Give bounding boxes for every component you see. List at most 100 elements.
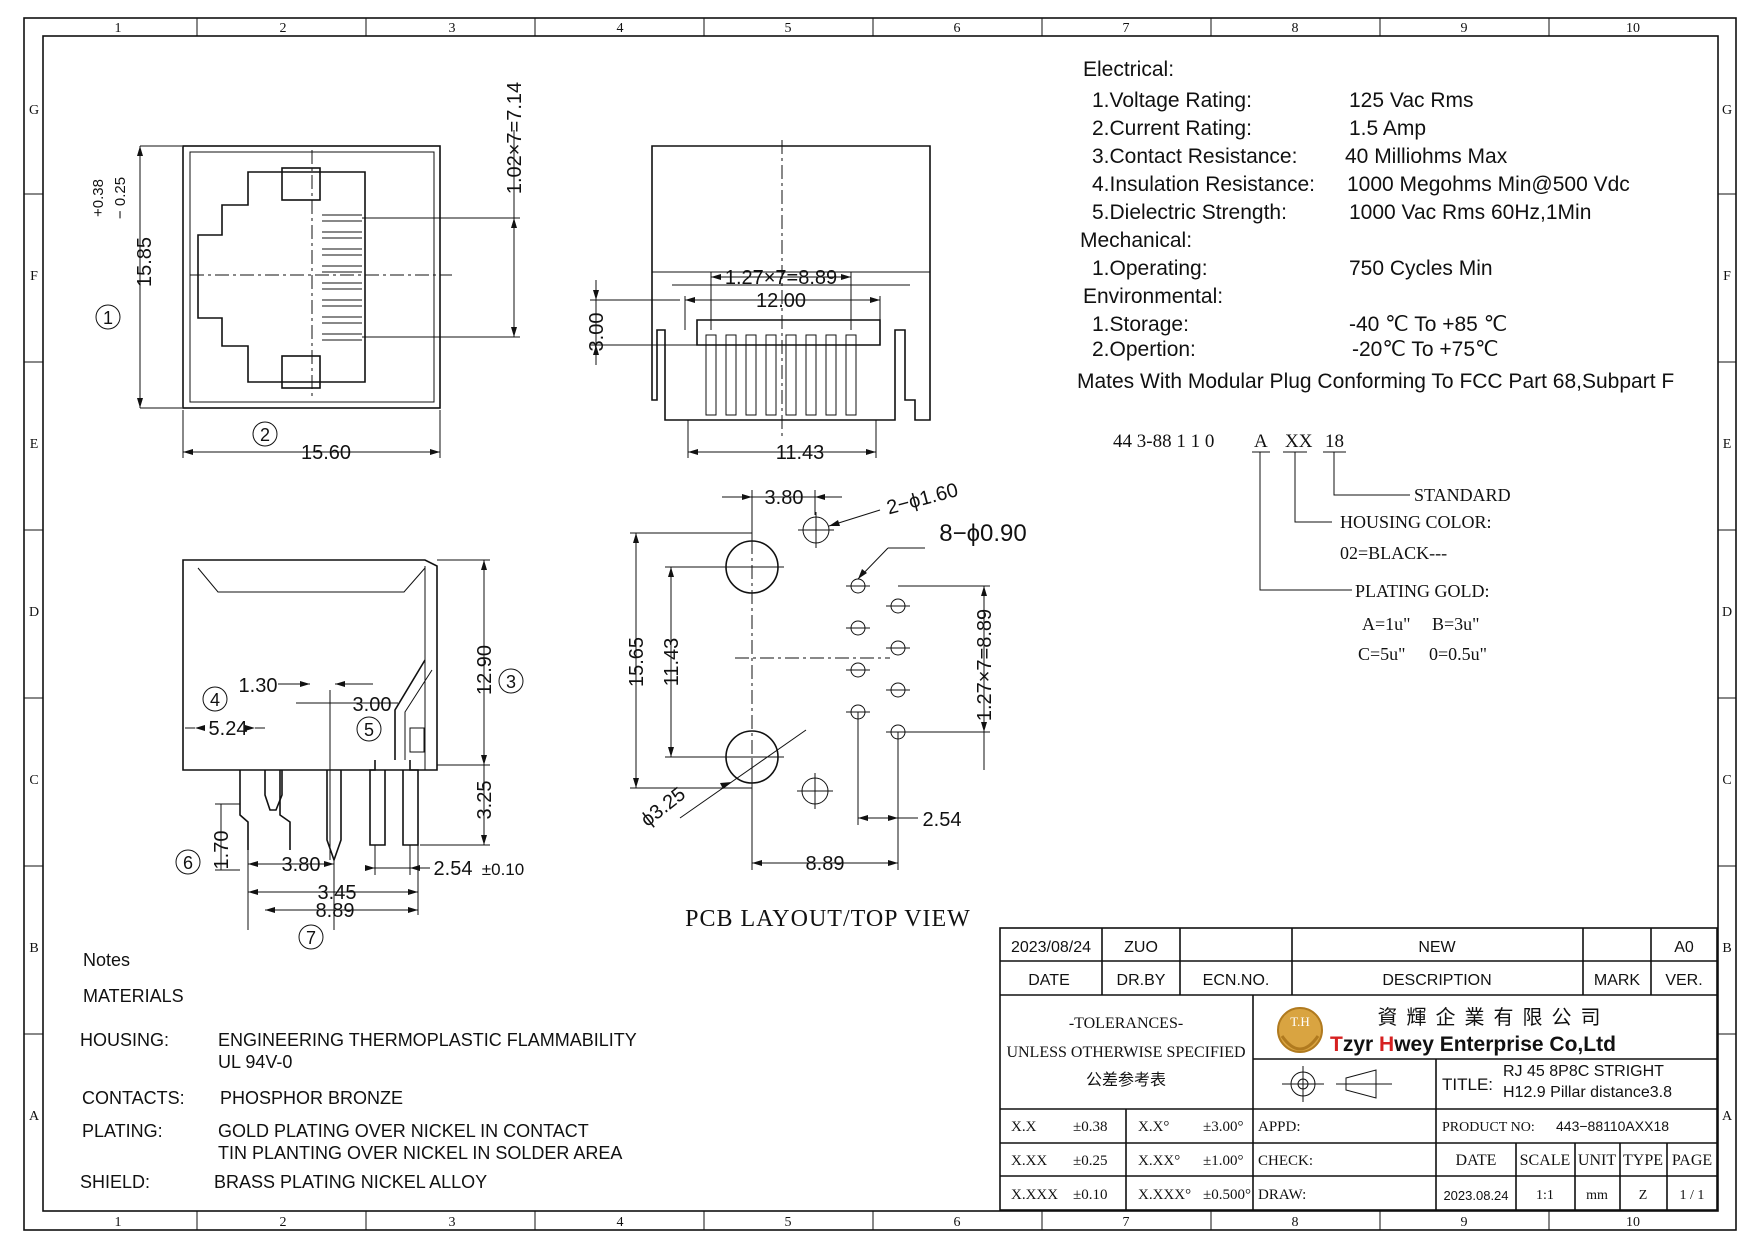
code-opt-0: 0=0.5u"	[1429, 644, 1487, 664]
spec-value: 750 Cycles Min	[1349, 257, 1493, 280]
materials-title: MATERIALS	[83, 986, 184, 1006]
row-label: G	[1722, 103, 1732, 118]
rev-desc: NEW	[1418, 939, 1456, 956]
header-ver: VER.	[1665, 972, 1702, 989]
tol-cell: ±0.10	[1073, 1187, 1107, 1203]
spec-label: 1.Storage:	[1092, 313, 1189, 336]
value-date: 2023.08.24	[1443, 1188, 1508, 1203]
row-label: A	[29, 1109, 40, 1124]
note-value: UL 94V-0	[218, 1052, 292, 1072]
pcb-layout: 3.80 2−ϕ1.60 8−ϕ0.90 15.65 11.43 1.27×7=…	[626, 479, 1027, 932]
part-code: 44 3-88 1 1 0 A XX 18 STANDARD HOUSING C…	[1113, 431, 1511, 664]
electrical-title: Electrical:	[1083, 58, 1174, 81]
tol-minus: − 0.25	[112, 177, 129, 219]
col-label: 2	[280, 21, 287, 36]
appd-label: APPD:	[1258, 1119, 1301, 1135]
pcb-caption: PCB LAYOUT/TOP VIEW	[685, 906, 971, 932]
value-type: Z	[1639, 1188, 1648, 1203]
draw-label: DRAW:	[1258, 1187, 1306, 1203]
pcb-pin-holes	[846, 578, 910, 740]
top-pins	[705, 334, 857, 416]
tol-cell: ±3.00°	[1203, 1119, 1243, 1135]
note-label: SHIELD:	[80, 1172, 150, 1192]
dim-height: 15.85	[134, 237, 156, 287]
company-name-cn: 資 輝 企 業 有 限 公 司	[1378, 1006, 1603, 1029]
tolerances-unless: UNLESS OTHERWISE SPECIFIED	[1006, 1044, 1245, 1061]
balloon-label: 2	[260, 425, 270, 445]
balloon	[175, 849, 201, 875]
note-value: TIN PLANTING OVER NICKEL IN SOLDER AREA	[218, 1143, 622, 1163]
spec-label: 5.Dielectric Strength:	[1092, 201, 1287, 224]
spec-value: 1000 Megohms Min@500 Vdc	[1347, 173, 1630, 196]
spec-label: 4.Insulation Resistance:	[1092, 173, 1315, 196]
title-label: TITLE:	[1442, 1075, 1493, 1094]
dim-325: ϕ3.25	[637, 783, 690, 831]
row-label: E	[1723, 437, 1732, 452]
note-value: PHOSPHOR BRONZE	[220, 1088, 403, 1108]
header-ecn: ECN.NO.	[1203, 972, 1270, 989]
dim-380: 3.80	[765, 487, 804, 509]
spec-value: 1.5 Amp	[1349, 117, 1426, 140]
rev-date: 2023/08/24	[1011, 939, 1091, 956]
tol-cell: X.X	[1011, 1119, 1037, 1135]
spec-label: 1.Operating:	[1092, 257, 1208, 280]
code-opt-c: C=5u"	[1358, 644, 1406, 664]
mechanical-title: Mechanical:	[1080, 229, 1192, 252]
header-description: DESCRIPTION	[1382, 972, 1491, 989]
tol-cell: X.XX°	[1138, 1153, 1180, 1169]
spec-label: 3.Contact Resistance:	[1092, 145, 1297, 168]
balloon-label: 7	[306, 928, 316, 948]
dim-524: 5.24	[209, 718, 248, 740]
spec-label: 1.Voltage Rating:	[1092, 89, 1252, 112]
col-label: 10	[1626, 21, 1640, 36]
note-value: BRASS PLATING NICKEL ALLOY	[214, 1172, 487, 1192]
dim-254-tol: ±0.10	[482, 860, 524, 879]
row-label: D	[29, 605, 39, 620]
spec-label: 2.Current Rating:	[1092, 117, 1252, 140]
balloon	[498, 668, 524, 694]
balloon-label: 3	[506, 672, 516, 692]
col-label: 5	[785, 21, 792, 36]
col-label: 5	[785, 1215, 792, 1230]
dim-345: 3.45	[318, 882, 357, 904]
dim-300: 3.00	[353, 694, 392, 716]
row-label: C	[1722, 773, 1731, 788]
header2-unit: UNIT	[1578, 1152, 1616, 1169]
dim-12: 12.00	[756, 290, 806, 312]
row-label: F	[30, 269, 38, 284]
rev-drby: ZUO	[1124, 939, 1158, 956]
code-a: A	[1254, 431, 1268, 452]
hole-8: 8−ϕ0.90	[939, 520, 1027, 547]
col-label: 1	[115, 21, 122, 36]
col-label: 8	[1292, 1215, 1299, 1230]
dim-3: 3.00	[586, 313, 608, 352]
spec-value: 125 Vac Rms	[1349, 89, 1474, 112]
row-label: D	[1722, 605, 1732, 620]
row-label: B	[29, 941, 38, 956]
row-label: A	[1722, 1109, 1733, 1124]
environmental-title: Environmental:	[1083, 285, 1223, 308]
tol-cell: ±0.25	[1073, 1153, 1107, 1169]
header2-scale: SCALE	[1520, 1152, 1571, 1169]
col-label: 3	[449, 21, 456, 36]
code-black: 02=BLACK---	[1340, 543, 1447, 563]
dim-1143: 11.43	[776, 442, 825, 464]
code-standard: STANDARD	[1414, 485, 1511, 505]
company-name-en: Tzyr Hwey Enterprise Co,Ltd	[1330, 1033, 1616, 1056]
dim-pitch: 1.27×7=8.89	[725, 267, 837, 289]
balloon-label: 6	[183, 853, 193, 873]
tol-cell: ±1.00°	[1203, 1153, 1243, 1169]
dim-380: 3.80	[282, 854, 321, 876]
tol-cell: X.XXX°	[1138, 1187, 1191, 1203]
col-label: 9	[1461, 21, 1468, 36]
value-scale: 1:1	[1536, 1188, 1554, 1203]
dim-1143: 11.43	[661, 638, 683, 687]
note-label: HOUSING:	[80, 1030, 169, 1050]
tol-cell: X.XXX	[1011, 1187, 1058, 1203]
spec-value: -20℃ To +75℃	[1352, 338, 1499, 361]
tolerances-title: -TOLERANCES-	[1069, 1015, 1183, 1032]
side-pins	[239, 760, 419, 863]
dim-pitch: 1.02×7=7.14	[504, 82, 526, 194]
header-mark: MARK	[1594, 972, 1641, 989]
col-label: 2	[280, 1215, 287, 1230]
